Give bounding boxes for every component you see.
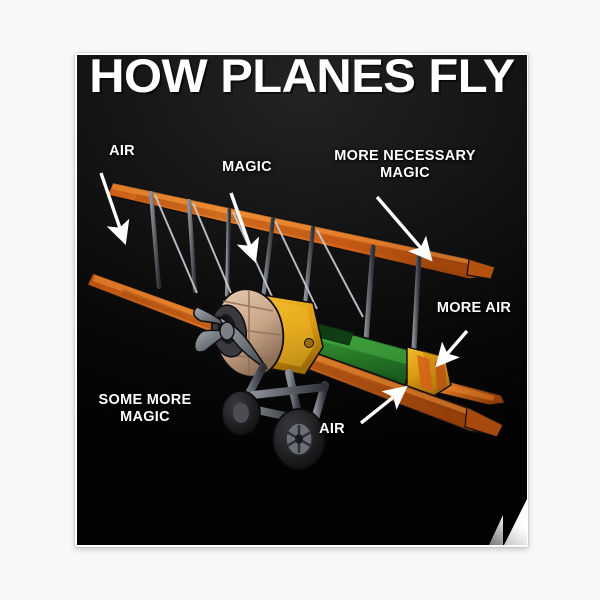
landing-gear [221, 363, 329, 470]
propeller [193, 306, 268, 370]
annotation-label-air-bottom: AIR [319, 421, 345, 437]
wing-support-struts [148, 190, 316, 308]
upper-wing [105, 182, 496, 280]
poster[interactable]: HOW PLANES FLY AIR MAGIC MORE NECESSARY … [77, 55, 527, 545]
tail-assembly [404, 346, 506, 406]
annotation-label-air-top: AIR [109, 143, 135, 159]
annotation-label-more-air: MORE AIR [436, 300, 512, 316]
annotation-label-some-more-magic: SOME MORE MAGIC [98, 392, 192, 425]
annotation-label-magic: MAGIC [222, 159, 272, 175]
page-title: HOW PLANES FLY [89, 55, 515, 102]
annotation-label-more-necessary-magic: MORE NECESSARY MAGIC [334, 148, 476, 181]
